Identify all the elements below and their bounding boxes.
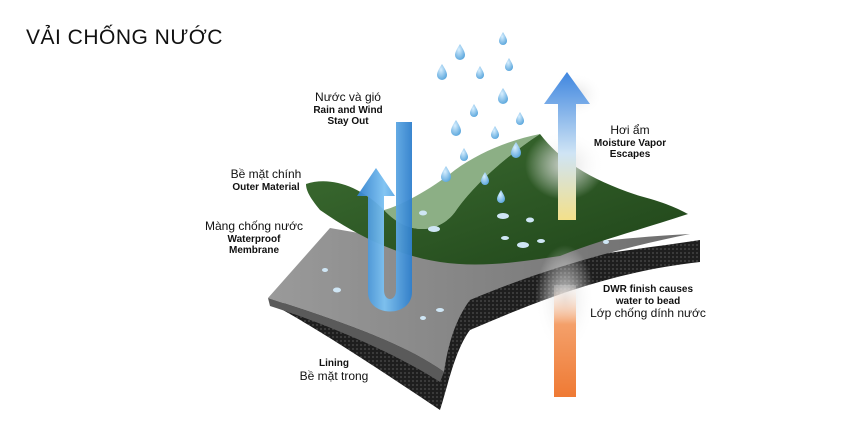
raindrops [437,32,524,203]
vapor-label-vi: Hơi ẩm [610,123,650,137]
rain-wind-arrow [357,122,412,312]
membrane-label-en-line2: Membrane [228,245,279,257]
moisture-vapor-arrow [544,72,590,220]
outer-material-label-en: Outer Material [232,181,300,193]
vapor-label: Hơi ẩm Moisture Vapor Escapes [582,123,678,161]
vapor-label-en-line2: Escapes [609,149,651,161]
rain-wind-label-en-line2: Stay Out [327,116,369,128]
dwr-label-vi: Lớp chống dính nước [590,306,706,320]
outer-material-label-vi: Bề mặt chính [230,167,302,181]
membrane-label: Màng chống nước Waterproof Membrane [196,219,312,257]
water-beads [322,210,609,320]
dwr-label-en-line1: DWR finish causes [602,284,694,295]
lining-label-en: Lining [319,358,349,369]
rain-wind-label: Nước và gió Rain and Wind Stay Out [300,90,396,128]
dwr-label: DWR finish causes water to bead Lớp chốn… [578,284,718,321]
membrane-label-en-line1: Waterproof [227,233,281,245]
dwr-arrow [554,285,576,397]
lining-label: Lining Bề mặt trong [286,358,382,383]
rain-wind-label-vi: Nước và gió [315,90,381,104]
lining-label-vi: Bề mặt trong [299,368,369,383]
outer-material-label: Bề mặt chính Outer Material [218,167,314,193]
page-title: VẢI CHỐNG NƯỚC [26,26,223,49]
dwr-label-en-line2: water to bead [615,295,681,307]
vapor-label-en-line1: Moisture Vapor [593,137,667,149]
membrane-label-vi: Màng chống nước [205,219,303,233]
rain-wind-label-en-line1: Rain and Wind [313,104,383,116]
